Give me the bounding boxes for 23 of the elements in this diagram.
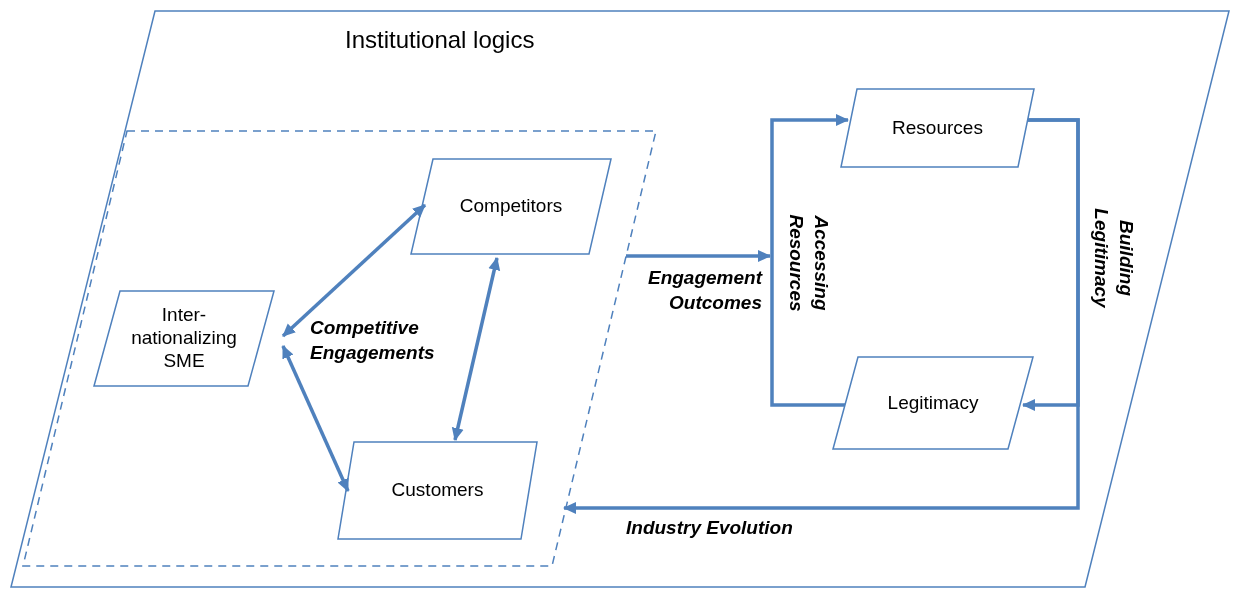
parallelogram-box xyxy=(840,88,1035,168)
parallelogram-box xyxy=(832,356,1034,450)
arrow xyxy=(281,345,350,492)
edge-label: Industry Evolution xyxy=(626,516,794,540)
arrow xyxy=(770,114,849,407)
node-label: Customers xyxy=(391,479,484,502)
parallelogram-box xyxy=(410,158,612,255)
arrow xyxy=(281,203,427,338)
frame-title: Institutional logics xyxy=(345,26,535,53)
parallelogram-box xyxy=(93,290,275,387)
edge-label: Accessing Resources xyxy=(785,213,833,314)
node-label: Inter- nationalizing SME xyxy=(130,304,238,373)
annotation-label: Competitive Engagements xyxy=(310,316,436,365)
node-label: Legitimacy xyxy=(887,391,979,415)
node-label: Resources xyxy=(892,116,983,140)
edge-label: Building Legitimacy xyxy=(1090,207,1138,310)
parallelogram-frame xyxy=(10,10,1230,588)
arrow xyxy=(451,257,501,441)
node-label: Competitors xyxy=(459,195,563,218)
arrow xyxy=(626,250,771,262)
parallelogram-box xyxy=(337,441,538,540)
arrow xyxy=(563,118,1080,514)
edge-label: Engagement Outcomes xyxy=(646,266,762,315)
